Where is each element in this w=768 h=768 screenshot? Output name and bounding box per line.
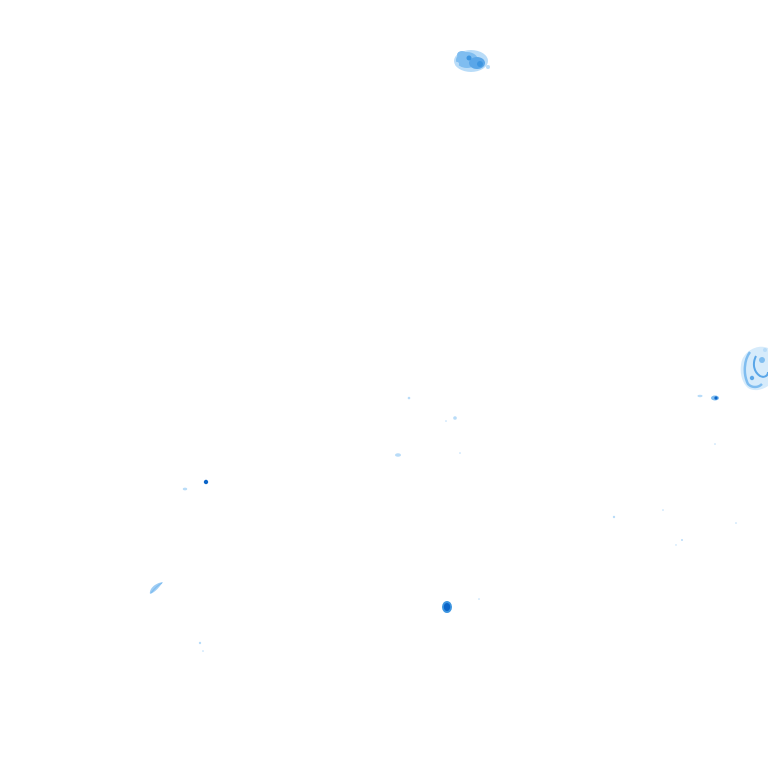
echo-cluster-east — [740, 346, 768, 391]
echo-speck-east — [697, 394, 719, 401]
echo-cluster-north — [454, 50, 490, 72]
echo-streak-west — [149, 582, 163, 594]
echo-scattered-returns — [198, 396, 737, 652]
echo-cell-south — [442, 601, 452, 613]
echo-speck-west — [182, 479, 209, 491]
